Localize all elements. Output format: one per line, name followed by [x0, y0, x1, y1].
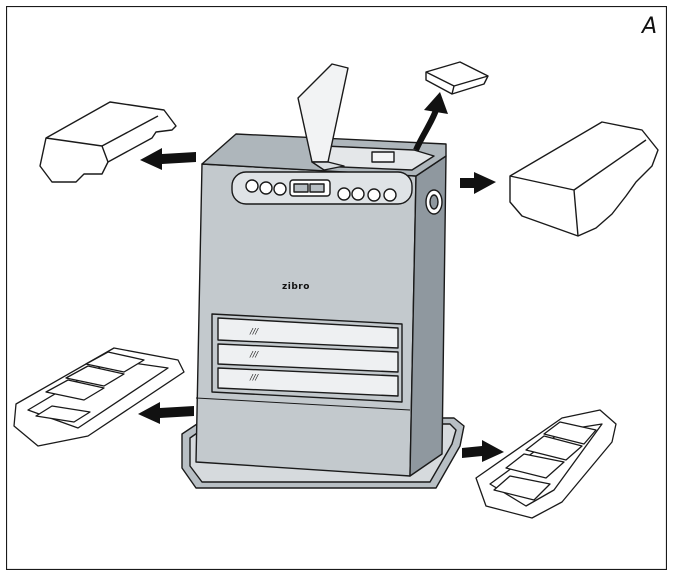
arrow-left-bottom [138, 402, 194, 424]
svg-text:///: /// [249, 350, 259, 359]
top-right-packaging-block [509, 121, 659, 237]
bottom-left-packaging-tray [13, 347, 185, 447]
arrow-right-bottom [462, 440, 504, 462]
lid-flap [297, 63, 349, 163]
bottom-right-packaging-tray [475, 409, 617, 519]
diagram-canvas: /// /// /// [6, 6, 667, 570]
brand-logo: zibro [282, 282, 310, 292]
arrow-left-top [140, 148, 196, 170]
top-left-packaging-block [39, 101, 177, 183]
frame-border [6, 6, 667, 570]
figure-frame: /// /// /// [6, 6, 667, 570]
panel-label: A [641, 14, 657, 39]
arrows [138, 148, 504, 462]
svg-text:///: /// [249, 373, 259, 382]
heater-grille [217, 317, 399, 397]
top-small-pad [425, 61, 489, 95]
grille-mark: /// [249, 327, 259, 336]
heater [181, 63, 465, 489]
arrow-up-curved [413, 108, 439, 152]
arrow-right-top [460, 172, 496, 194]
